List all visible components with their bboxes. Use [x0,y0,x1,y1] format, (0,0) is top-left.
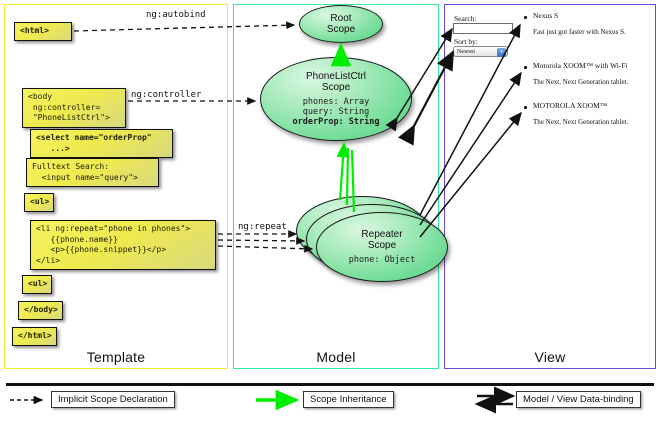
scope-phonelistctrl-orderprop: orderProp: String [292,117,380,128]
view-search-input[interactable] [453,23,513,34]
panel-view: View [444,4,656,369]
scope-phonelistctrl-props: phones: Array query: String [302,96,370,117]
view-phone-snippet: The Next, Next Generation tablet. [533,78,629,86]
legend-divider [6,383,654,386]
view-sort-label[interactable]: Sort by: [454,37,478,46]
legend-item-implicit-scope-declaration: Implicit Scope Declaration [51,391,175,408]
code-box-html-close-tag: </html> [12,327,57,346]
view-phone-snippet: The Next, Next Generation tablet. [533,118,629,126]
legend-item-model-view-data-binding: Model / View Data-binding [516,391,641,408]
scope-repeater-props: phone: Object [348,254,416,265]
code-box-fulltext-search: Fulltext Search: <input name="query"> [26,158,159,188]
code-box-select-orderprop: <select name="orderProp" ...> [30,129,173,159]
view-search-label: Search: [454,14,477,23]
code-box-ul-open-tag: <ul> [24,193,54,212]
panel-view-label: View [534,349,566,365]
code-box-body-close-tag: </body> [18,301,63,320]
legend-item-scope-inheritance: Scope Inheritance [303,391,394,408]
view-sort-select-value: Newest [457,49,475,55]
legend-glyph-model-view-data-binding [474,386,516,414]
scope-root-title: Root Scope [326,12,356,36]
scope-repeater: Repeater Scope phone: Object [316,212,448,282]
view-list-bullet [524,106,527,109]
view-phone-snippet: Fast just got faster with Nexus S. [533,28,626,36]
code-box-body-controller: <body ng:controller= "PhoneListCtrl"> [22,88,126,128]
panel-model-label: Model [316,349,356,365]
view-list-bullet [524,66,527,69]
edge-label-ng-autobind: ng:autobind [146,10,206,20]
scope-phonelistctrl: PhoneListCtrl Scope phones: Array query:… [260,57,412,141]
chevron-down-icon: ▾ [497,48,506,57]
code-box-ul-close-tag: <ul> [22,275,52,294]
view-phone-name: MOTOROLA XOOM™ [533,101,608,110]
view-sort-select[interactable]: Newest ▾ [453,46,508,57]
edge-label-ng-controller: ng:controller [131,90,202,100]
code-box-li-ng-repeat: <li ng:repeat="phone in phones"> {{phone… [30,220,216,271]
scope-phonelistctrl-title: PhoneListCtrl Scope [305,70,367,94]
code-box-html-open-tag: <html> [14,22,72,41]
edge-label-ng-repeat: ng:repeat [238,222,287,232]
scope-repeater-title: Repeater Scope [361,228,403,252]
view-phone-name: Nexus S [533,11,559,20]
panel-template-label: Template [86,349,146,365]
scope-root: Root Scope [299,5,383,43]
view-phone-name: Motorola XOOM™ with Wi-Fi [533,61,628,70]
view-list-bullet [524,16,527,19]
